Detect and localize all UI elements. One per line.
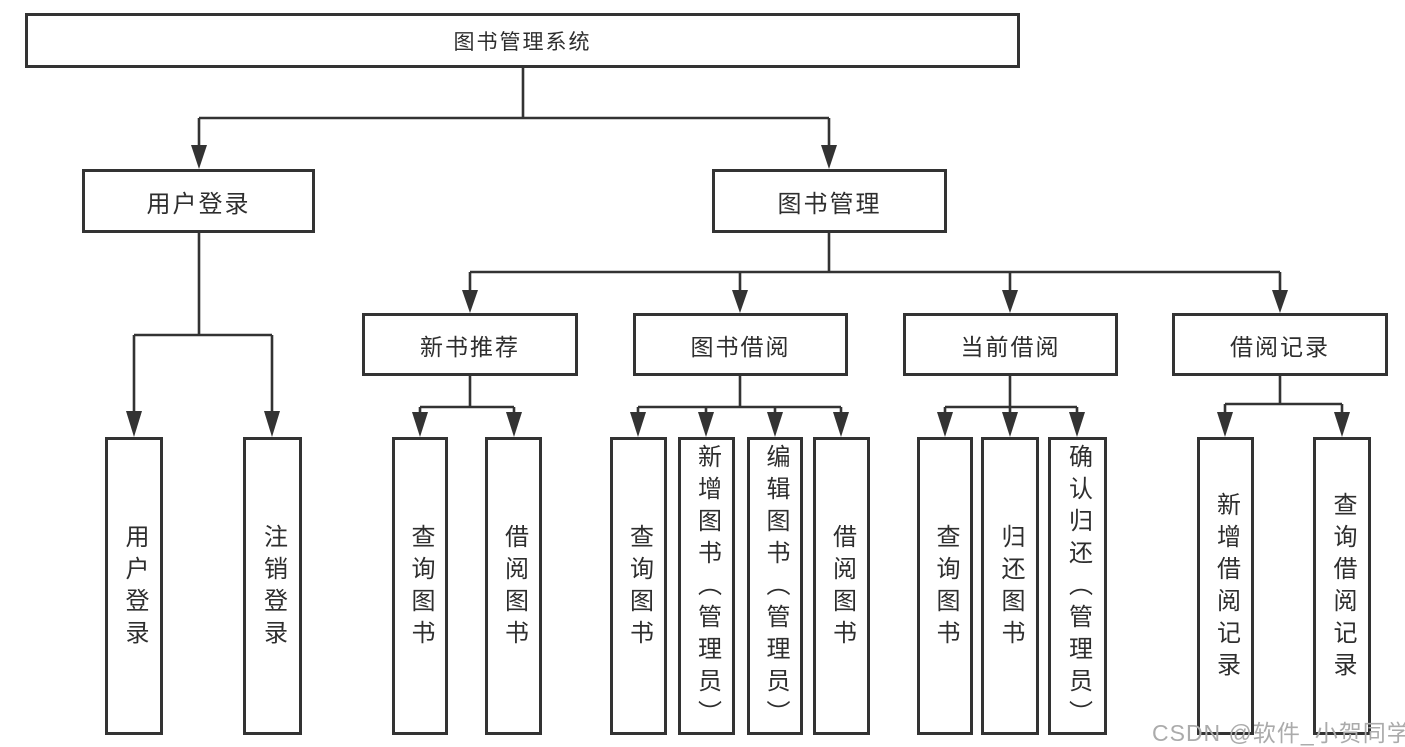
node-current-borrow: 当前借阅 xyxy=(903,313,1118,376)
leaf-logout: 注销登录 xyxy=(243,437,302,735)
leaf-query-book-2: 查询图书 xyxy=(610,437,667,735)
node-user-login-branch: 用户登录 xyxy=(82,169,315,233)
node-book-borrow: 图书借阅 xyxy=(633,313,848,376)
arrowheads xyxy=(126,145,1350,437)
leaf-add-borrow-record: 新增借阅记录 xyxy=(1197,437,1254,735)
node-new-book-recommend: 新书推荐 xyxy=(362,313,578,376)
leaf-query-borrow-record: 查询借阅记录 xyxy=(1313,437,1371,735)
leaf-user-login: 用户登录 xyxy=(105,437,163,735)
leaf-query-book-1: 查询图书 xyxy=(392,437,448,735)
node-root: 图书管理系统 xyxy=(25,13,1020,68)
leaf-borrow-book-2: 借阅图书 xyxy=(813,437,870,735)
leaf-borrow-book-1: 借阅图书 xyxy=(485,437,542,735)
watermark: CSDN @软件_小贺同学 xyxy=(1152,720,1405,746)
leaf-add-book-admin: 新增图书（管理员） xyxy=(678,437,735,735)
leaf-confirm-return-admin: 确认归还（管理员） xyxy=(1048,437,1107,735)
leaf-return-book: 归还图书 xyxy=(981,437,1039,735)
node-borrow-records: 借阅记录 xyxy=(1172,313,1388,376)
leaf-query-book-3: 查询图书 xyxy=(917,437,973,735)
leaf-edit-book-admin: 编辑图书（管理员） xyxy=(747,437,803,735)
node-book-management-branch: 图书管理 xyxy=(712,169,947,233)
